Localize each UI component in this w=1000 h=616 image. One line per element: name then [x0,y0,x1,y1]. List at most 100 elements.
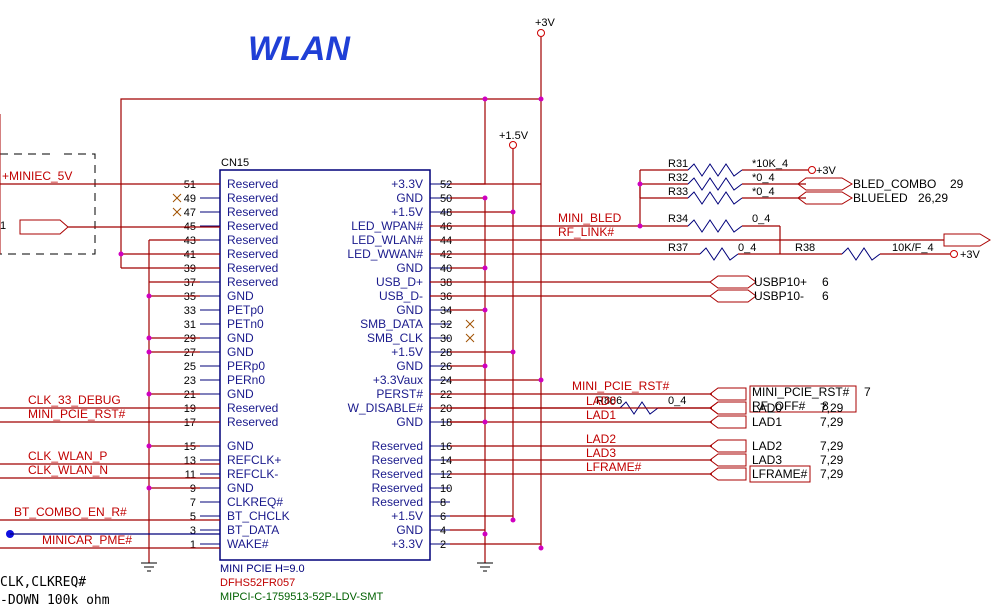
resistor-r37 [699,247,739,261]
left-pin-name: GND [227,289,254,303]
offpage-rf-link [943,233,991,247]
offpage-left-45 [19,219,69,235]
left-pin-number: 41 [184,249,196,261]
left-pin-number: 29 [184,333,196,345]
left-pin-number: 7 [190,497,196,509]
junction-dot [146,443,152,449]
left-pin-number: 35 [184,291,196,303]
right-pin-number: 12 [440,469,452,481]
right-pin-number: 34 [440,305,452,317]
right-pin-number: 4 [440,525,446,537]
net-rf-link: RF_LINK# [558,225,614,239]
r33-ref: R33 [668,186,688,198]
right-pin-name: SMB_DATA [360,317,423,331]
offpage-lad-ref: 7,29 [820,439,844,453]
r37-ref: R37 [668,242,688,254]
offpage-bled-combo [797,177,853,191]
net-pme: MINICAR_PME# [42,533,132,547]
offpage-usbp10p-ref: 6 [822,275,829,289]
offpage-lad-label: LFRAME# [752,467,808,481]
right-pin-name: +3.3V [391,177,423,191]
r33-value: *0_4 [752,186,775,198]
r886-ref: R886 [596,395,622,407]
r31-3v-terminal [808,166,816,174]
offpage-bled-combo-label: BLED_COMBO [853,177,936,191]
offpage-blueled [797,191,853,205]
net-lad: LAD0 [586,394,616,408]
offpage-blueled-ref: 26,29 [918,191,948,205]
offpage-rst-box [749,385,857,413]
junction-dot [538,377,544,383]
junction-dot [510,517,516,523]
right-pin-name: Reserved [372,453,423,467]
offpage-lad-ref: 7,29 [820,453,844,467]
right-pin-number: 46 [440,221,452,233]
offpage-mini-pcie-rst: MINI_PCIE_RST# [752,385,850,399]
r886-value: 0_4 [668,395,686,407]
net-partial-1: 1 [0,220,6,232]
r34-value: 0_4 [752,213,770,225]
left-pin-number: 25 [184,361,196,373]
net-lad: LFRAME# [586,460,642,474]
note-line-1: CLK,CLKREQ# [0,575,86,590]
right-pin-number: 52 [440,179,452,191]
offpage-rf-off: RF_OFF# [752,399,806,413]
junction-dot [482,531,488,537]
junction-dots [118,96,643,551]
right-pin-name: LED_WLAN# [352,233,424,247]
right-pin-name: Reserved [372,495,423,509]
r34-ref: R34 [668,213,688,225]
right-pin-number: 2 [440,539,446,551]
offpage-lframe-box [749,465,811,483]
left-pin-number: 17 [184,417,196,429]
left-pin-name: Reserved [227,247,278,261]
rail-1v5-terminal [509,141,517,149]
nc-marks [172,193,475,343]
ground-symbol-right [477,562,493,572]
offpage-usbp10p-label: USBP10+ [754,275,807,289]
right-pin-name: GND [396,523,423,537]
left-pin-name: PETn0 [227,317,264,331]
left-pin-name: Reserved [227,401,278,415]
right-pin-number: 6 [440,511,446,523]
junction-dot [482,96,488,102]
offpage-rst-arrow [709,387,747,401]
left-pin-name: Reserved [227,177,278,191]
right-pin-number: 50 [440,193,452,205]
wire-top-link [120,98,541,254]
left-pin-name: PETp0 [227,303,264,317]
left-pin-name: Reserved [227,415,278,429]
junction-dot [118,251,124,257]
junction-dot [482,307,488,313]
junction-dot [637,181,643,187]
r38-3v-terminal [950,250,958,258]
left-pin-name: GND [227,387,254,401]
right-pin-name: GND [396,359,423,373]
junction-dot [510,209,516,215]
resistor-r32 [687,177,743,191]
left-pin-name: PERp0 [227,359,265,373]
left-pin-name: Reserved [227,275,278,289]
connector-footer-3: MIPCI-C-1759513-52P-LDV-SMT [220,591,384,603]
left-pin-number: 37 [184,277,196,289]
left-pin-number: 49 [184,193,196,205]
right-pin-number: 8 [440,497,446,509]
connector-body [219,169,431,561]
offpage-lad-arrow [709,453,747,467]
offpage-mini-pcie-rst-ref: 7 [864,385,871,399]
resistor-r31 [687,163,743,177]
net-btcombo: BT_COMBO_EN_R# [14,505,127,519]
left-pin-number: 47 [184,207,196,219]
offpage-lad-ref: 7,29 [820,415,844,429]
junction-dot [146,485,152,491]
junction-dot [482,363,488,369]
page-title: WLAN [248,30,351,68]
offpage-usbp10n-label: USBP10- [754,289,804,303]
right-pin-name: GND [396,191,423,205]
junction-dot [482,265,488,271]
resistor-r33 [687,191,743,205]
left-pin-name: Reserved [227,233,278,247]
right-pin-number: 30 [440,333,452,345]
